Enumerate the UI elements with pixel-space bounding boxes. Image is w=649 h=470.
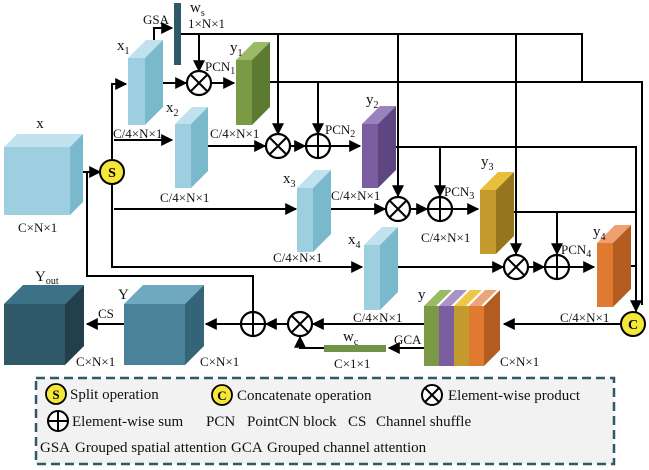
sum-icon-3	[426, 195, 454, 223]
legend-split-icon	[45, 383, 67, 405]
x2-dims: C/4×N×1	[160, 190, 209, 205]
cs-label: CS	[98, 306, 114, 321]
legend-sum-text: Element-wise sum	[72, 414, 184, 430]
split-to-x4-arrow	[111, 184, 364, 273]
y1-label: y1	[230, 40, 243, 59]
product-icon-2	[264, 132, 292, 160]
gca-label: GCA	[394, 332, 422, 347]
pcn4-label: PCN4	[561, 242, 591, 260]
legend-gca-text: Grouped channel attention	[267, 440, 427, 456]
legend-concat-icon	[211, 384, 233, 406]
gsa-label: GSA	[143, 12, 170, 27]
legend-gca-abbr: GCA	[231, 440, 263, 456]
pcn2-label: PCN2	[325, 122, 355, 140]
legend-split-symbol: S	[52, 387, 59, 402]
legend-gsa-text: Grouped spatial attention	[75, 440, 227, 456]
ws-bus-line	[181, 33, 583, 82]
wc-weight-bar	[324, 345, 386, 352]
concat-dims: C/4×N×1	[560, 310, 609, 325]
ws-dims: 1×N×1	[188, 16, 225, 31]
x2-block	[175, 107, 208, 188]
legend-concat-text: Concatenate operation	[237, 388, 372, 404]
y4-block	[597, 225, 631, 307]
legend: S Split operation C Concatenate operatio…	[34, 376, 616, 466]
Y-block	[124, 285, 204, 365]
wc-to-prod-arrow	[294, 335, 324, 349]
product-icon-1	[185, 69, 213, 97]
pcn3-label: PCN3	[444, 184, 474, 202]
product-icon-out	[286, 310, 314, 338]
x3-block	[297, 170, 331, 252]
Yout-dims: C×N×1	[76, 354, 115, 369]
input-x-dims: C×N×1	[18, 220, 57, 235]
y2-dims: C/4×N×1	[331, 188, 380, 203]
Yout-label: Yout	[35, 269, 59, 287]
legend-product-icon	[421, 384, 443, 406]
legend-split-text: Split operation	[70, 387, 159, 403]
y1-dims: C/4×N×1	[210, 126, 259, 141]
input-x-label: x	[36, 116, 44, 132]
x4-dims: C/4×N×1	[353, 310, 402, 325]
x3-dims: C/4×N×1	[273, 250, 322, 265]
x1-dims: C/4×N×1	[113, 126, 162, 141]
legend-cs-abbr: CS	[348, 414, 366, 430]
product-icon-4	[502, 253, 530, 281]
legend-gsa-abbr: GSA	[40, 440, 70, 456]
y3-label: y3	[481, 154, 494, 173]
x3-label: x3	[283, 171, 296, 190]
legend-cs-text: Channel shuffle	[376, 414, 471, 430]
ws-label: ws	[190, 0, 205, 19]
y2-block	[362, 106, 396, 188]
y3-dims: C/4×N×1	[421, 230, 470, 245]
gsa-arrow	[153, 22, 174, 40]
y-concat-label: y	[418, 287, 426, 303]
y4-label: y4	[593, 224, 606, 243]
x1-block	[128, 40, 163, 125]
legend-sum-icon	[47, 410, 69, 432]
y-concat-block	[424, 290, 500, 366]
legend-concat-symbol: C	[217, 388, 226, 403]
sum-icon-out	[239, 310, 267, 338]
legend-pcn-abbr: PCN	[206, 414, 235, 430]
y3-block	[480, 172, 514, 254]
legend-pcn-text: PointCN block	[247, 414, 337, 430]
input-x-block	[4, 134, 83, 215]
y2-label: y2	[366, 92, 379, 111]
y1-bus-line	[270, 81, 643, 305]
x4-block	[364, 227, 398, 310]
x2-label: x2	[166, 100, 179, 119]
y2-bus-line	[396, 146, 637, 312]
pcn1-label: PCN1	[205, 59, 235, 77]
legend-product-text: Element-wise product	[448, 388, 581, 404]
Y-dims: C×N×1	[200, 354, 239, 369]
Y-label: Y	[118, 287, 129, 303]
x1-label: x1	[117, 38, 130, 57]
sum-icon-4	[543, 253, 571, 281]
x4-label: x4	[348, 232, 361, 251]
sum-icon-2	[304, 132, 332, 160]
concat-symbol: C	[628, 318, 638, 333]
split-to-x1-arrow	[111, 78, 128, 160]
residual-line	[86, 172, 254, 311]
y-concat-dims: C×N×1	[500, 354, 539, 369]
Yout-block	[4, 285, 84, 365]
product-icon-3	[384, 195, 412, 223]
y1-block	[236, 42, 270, 125]
wc-label: wc	[343, 329, 359, 348]
wc-dims: C×1×1	[334, 356, 370, 371]
ws-weight-bar	[174, 3, 181, 65]
split-symbol: S	[108, 166, 116, 181]
